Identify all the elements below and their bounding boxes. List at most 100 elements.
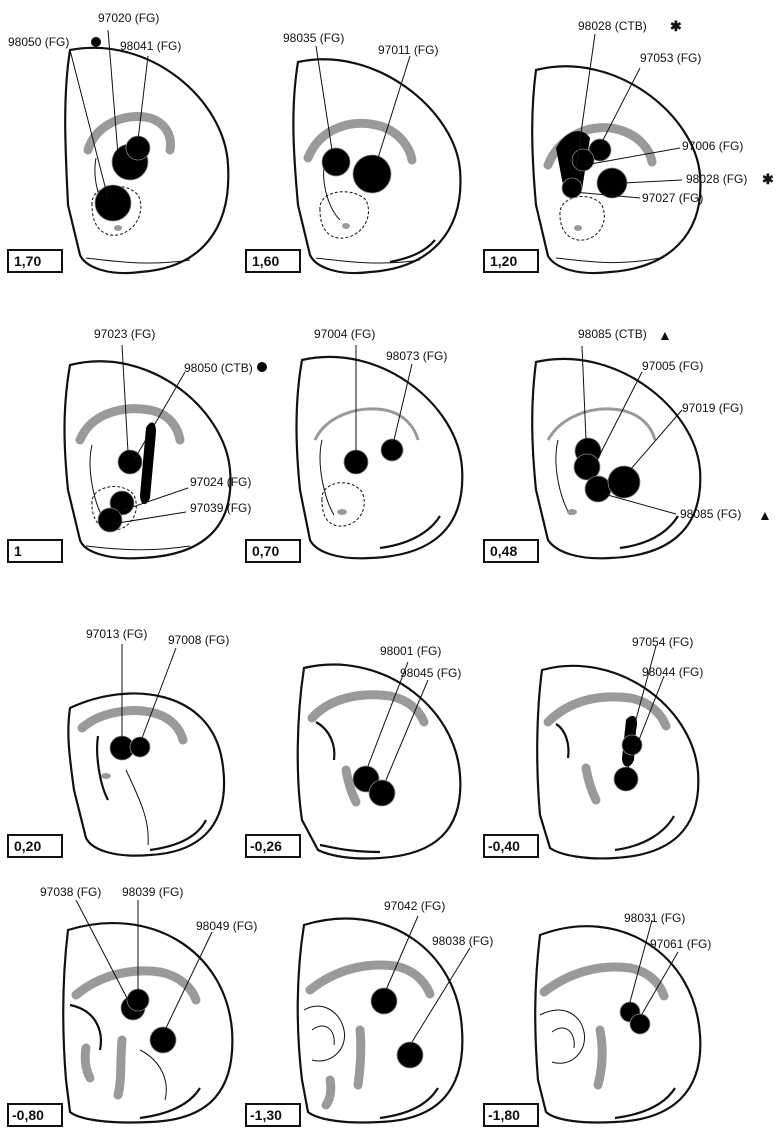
ventral-edge <box>380 1088 438 1118</box>
site-label: 97013 (FG) <box>86 627 147 641</box>
panel-neg-1-80: 98031 (FG) 97061 (FG) -1,80 <box>484 911 711 1126</box>
leader-line <box>630 920 652 1002</box>
hippocampus <box>540 1010 585 1063</box>
ventral-spot <box>574 225 582 231</box>
site-label: 97024 (FG) <box>190 475 251 489</box>
level-label: 1 <box>14 543 22 559</box>
panel-neg-1-30: 97042 (FG) 98038 (FG) -1,30 <box>246 899 493 1126</box>
ventral-edge <box>86 258 190 263</box>
accumbens-boundary <box>322 483 364 526</box>
leader-line <box>624 180 682 183</box>
site-label: 98001 (FG) <box>380 644 441 658</box>
triangle-marker-icon: ▲ <box>758 507 772 523</box>
site-label: 97006 (FG) <box>682 139 743 153</box>
level-label: -1,80 <box>488 1107 520 1123</box>
section-outline <box>298 919 463 1123</box>
site-label: 97011 (FG) <box>378 43 438 57</box>
site-label: 97020 (FG) <box>98 11 159 25</box>
grey-spot <box>85 1048 90 1078</box>
white-matter <box>310 965 430 994</box>
site-label: 97039 (FG) <box>190 501 251 515</box>
white-matter <box>82 711 183 740</box>
injection-site <box>630 1014 650 1034</box>
level-label: 1,60 <box>252 253 279 269</box>
panel-neg-0-40: 97054 (FG) 98044 (FG) -0,40 <box>484 635 703 858</box>
ventricle <box>320 440 334 515</box>
injection-site <box>127 989 149 1011</box>
section-outline <box>63 923 232 1122</box>
ventricle <box>316 722 334 760</box>
grey-spot <box>598 1030 602 1085</box>
injection-site <box>381 439 403 461</box>
panel-0-20: 97013 (FG) 97008 (FG) 0,20 <box>8 627 229 857</box>
site-label: 98073 (FG) <box>386 349 447 363</box>
inner-line <box>126 770 148 845</box>
injection-site <box>322 148 350 176</box>
injection-site <box>353 155 391 193</box>
level-label: 0,20 <box>14 838 41 854</box>
accumbens-boundary <box>320 192 369 238</box>
level-label: 1,70 <box>14 253 41 269</box>
site-label: 98031 (FG) <box>624 911 685 925</box>
white-matter <box>548 409 655 440</box>
panel-0-48: 98085 (CTB) ▲ 97005 (FG) 97019 (FG) 9808… <box>484 327 772 562</box>
site-label: 98085 (CTB) <box>578 327 647 341</box>
site-label: 97004 (FG) <box>314 327 375 341</box>
site-label: 98028 (FG) <box>686 172 747 186</box>
panel-1-70: 97020 (FG) 98050 (FG) 98041 (FG) 1,70 <box>8 11 228 273</box>
ventral-edge <box>86 546 190 550</box>
injection-site <box>344 450 368 474</box>
panel-0-70: 97004 (FG) 98073 (FG) 0,70 <box>246 327 462 562</box>
panel-neg-0-80: 97038 (FG) 98039 (FG) 98049 (FG) -0,80 <box>8 885 257 1126</box>
level-label: -0,40 <box>488 838 520 854</box>
white-matter <box>80 409 180 440</box>
ventricle <box>556 724 569 758</box>
ventral-edge <box>615 1088 675 1118</box>
injection-site <box>371 988 397 1014</box>
site-label: 97061 (FG) <box>650 937 711 951</box>
site-label: 98035 (FG) <box>283 31 344 45</box>
grey-spot <box>118 1040 122 1095</box>
site-label: 98049 (FG) <box>196 919 257 933</box>
ventricle <box>556 440 570 515</box>
leader-line <box>134 372 185 460</box>
ventral-edge <box>150 820 206 850</box>
ventral-spot <box>101 773 111 779</box>
white-matter <box>548 697 666 726</box>
site-label: 98039 (FG) <box>122 885 183 899</box>
injection-site <box>572 149 594 171</box>
leader-line <box>594 372 642 466</box>
star-marker-icon: ✱ <box>670 18 682 34</box>
grey-spot <box>586 768 596 800</box>
ventricle <box>97 736 108 800</box>
leader-line <box>138 56 148 140</box>
grey-spot <box>326 1080 331 1105</box>
panel-1-60: 98035 (FG) 97011 (FG) 1,60 <box>246 31 460 273</box>
injection-site <box>585 476 611 502</box>
site-label: 97042 (FG) <box>384 899 445 913</box>
leader-line <box>604 494 676 514</box>
leader-line <box>642 952 678 1014</box>
hippocampus <box>304 1006 345 1061</box>
star-marker-icon: ✱ <box>762 171 774 187</box>
injection-site <box>622 735 642 755</box>
hippocampus <box>312 1026 334 1045</box>
site-label: 97038 (FG) <box>40 885 101 899</box>
white-matter <box>544 967 664 996</box>
injection-site <box>397 1042 423 1068</box>
site-label: 98044 (FG) <box>642 665 703 679</box>
ventral-edge <box>320 845 380 852</box>
level-label: -0,26 <box>250 838 282 854</box>
injection-site <box>95 185 131 221</box>
circle-marker-icon <box>91 37 101 47</box>
inner-line <box>140 1050 166 1100</box>
ventral-edge <box>556 258 660 263</box>
triangle-marker-icon: ▲ <box>658 327 672 343</box>
ventral-spot <box>114 225 122 231</box>
level-label: -0,80 <box>12 1107 44 1123</box>
ventral-spot <box>567 509 577 515</box>
panel-neg-0-26: 98001 (FG) 98045 (FG) -0,26 <box>246 644 461 859</box>
injection-site <box>562 178 582 198</box>
ventral-spot <box>342 223 350 229</box>
ventral-edge-thick <box>390 240 435 262</box>
